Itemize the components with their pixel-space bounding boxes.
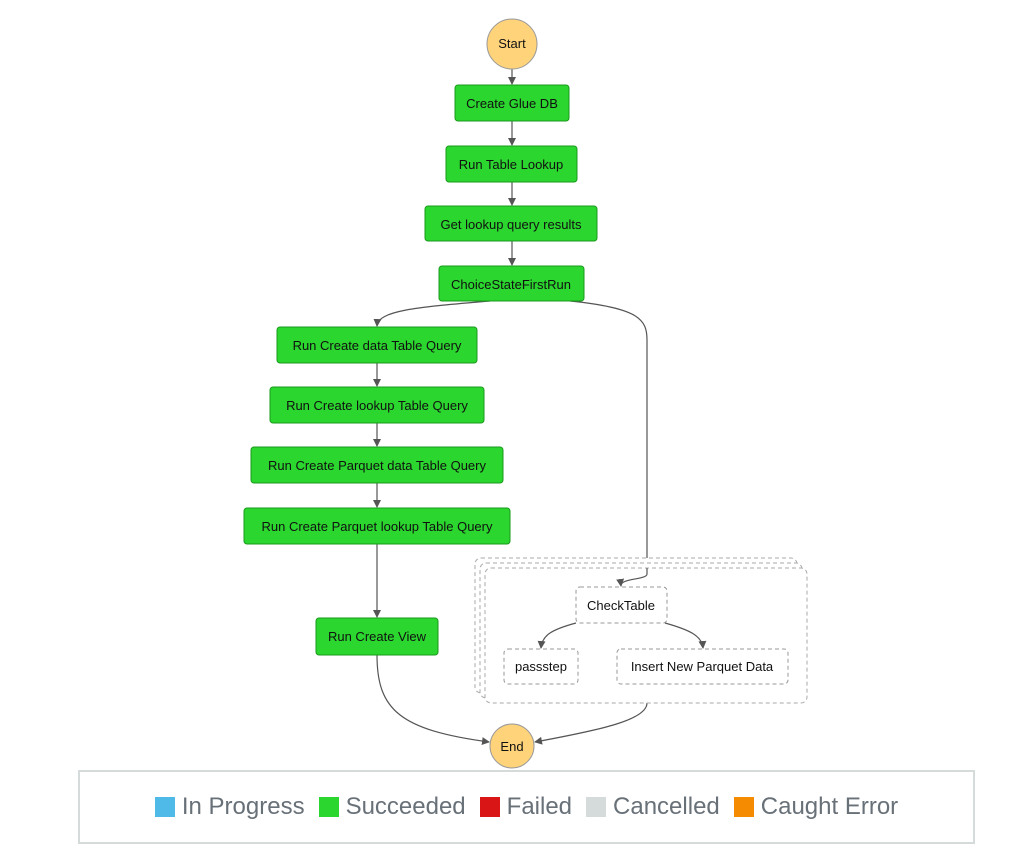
edge-choice-to-data-table [373, 300, 491, 327]
end-label: End [500, 739, 523, 754]
state-create-parquet-data[interactable]: Run Create Parquet data Table Query [250, 446, 504, 484]
legend-label: In Progress [181, 793, 305, 820]
status-legend: In Progress Succeeded Failed Cancelled C… [78, 770, 975, 844]
state-label: Run Create Parquet lookup Table Query [261, 519, 493, 534]
start-node[interactable]: Start [486, 18, 538, 70]
state-label: Get lookup query results [441, 217, 582, 232]
legend-label: Failed [506, 793, 573, 820]
state-create-glue-db[interactable]: Create Glue DB [454, 84, 570, 122]
legend-label: Succeeded [345, 793, 466, 820]
state-label: Run Create View [328, 629, 427, 644]
cancelled-swatch [586, 797, 607, 817]
legend-item-cancelled: Cancelled [586, 793, 720, 821]
edge-check-to-pass [537, 622, 577, 649]
edge-parallel-entry [616, 568, 648, 587]
state-label: Run Create data Table Query [293, 338, 462, 353]
state-passstep[interactable]: passstep [503, 648, 579, 685]
state-label: Run Create Parquet data Table Query [268, 458, 487, 473]
edge-view-to-end [376, 654, 490, 746]
legend-item-failed: Failed [479, 793, 573, 821]
state-create-view[interactable]: Run Create View [315, 617, 439, 656]
state-label: passstep [515, 659, 567, 674]
state-choice-first-run[interactable]: ChoiceStateFirstRun [438, 265, 585, 302]
state-label: Create Glue DB [466, 96, 558, 111]
edge-check-to-insert [664, 622, 707, 649]
in-progress-swatch [154, 797, 175, 817]
state-create-data-table[interactable]: Run Create data Table Query [276, 326, 478, 364]
state-label: Run Table Lookup [459, 157, 564, 172]
state-create-lookup-table[interactable]: Run Create lookup Table Query [269, 386, 485, 424]
start-label: Start [498, 36, 526, 51]
end-node[interactable]: End [489, 723, 535, 769]
legend-label: Caught Error [760, 793, 899, 820]
legend-item-caught-error: Caught Error [733, 793, 899, 821]
state-insert-parquet[interactable]: Insert New Parquet Data [616, 648, 789, 685]
edge-parallel-to-end [534, 702, 648, 745]
caught-error-swatch [733, 797, 754, 817]
state-label: Run Create lookup Table Query [286, 398, 468, 413]
state-check-table[interactable]: CheckTable [575, 586, 668, 624]
legend-item-in-progress: In Progress [154, 793, 305, 821]
legend-label: Cancelled [613, 793, 720, 820]
state-run-table-lookup[interactable]: Run Table Lookup [445, 145, 578, 183]
state-label: ChoiceStateFirstRun [451, 277, 571, 292]
state-get-lookup-results[interactable]: Get lookup query results [424, 205, 598, 242]
state-machine-graph: Start Create Glue DB Run Table Lookup Ge… [243, 18, 808, 769]
succeeded-swatch [318, 797, 339, 817]
edges [373, 63, 651, 746]
failed-swatch [479, 797, 500, 817]
legend-item-succeeded: Succeeded [318, 793, 466, 821]
state-create-parquet-lookup[interactable]: Run Create Parquet lookup Table Query [243, 507, 511, 545]
edge-choice-to-parallel [569, 300, 651, 567]
state-label: Insert New Parquet Data [631, 659, 774, 674]
state-label: CheckTable [587, 598, 655, 613]
